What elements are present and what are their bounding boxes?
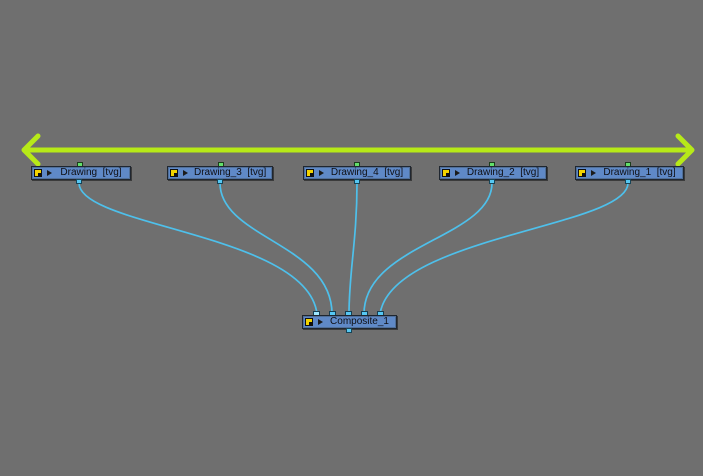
drawing-icon	[578, 169, 586, 177]
expand-triangle-icon[interactable]	[318, 319, 323, 325]
arrow-head-right	[675, 133, 695, 167]
wire-drawing-2	[363, 182, 493, 315]
drawing-2-node[interactable]: Drawing_2 [tvg]	[439, 166, 547, 180]
drawing-node[interactable]: Drawing [tvg]	[31, 166, 131, 180]
expand-triangle-icon[interactable]	[319, 170, 324, 176]
drawing-1-output-port[interactable]	[625, 179, 631, 184]
wire-drawing-3	[219, 182, 333, 315]
wire-drawing	[78, 182, 318, 315]
composite-icon	[305, 318, 313, 326]
drawing-4-output-port[interactable]	[354, 179, 360, 184]
drawing-4-node[interactable]: Drawing_4 [tvg]	[303, 166, 411, 180]
drawing-1-node[interactable]: Drawing_1 [tvg]	[575, 166, 684, 180]
wire-drawing-1	[379, 182, 629, 315]
expand-triangle-icon[interactable]	[47, 170, 52, 176]
drawing-4-node-label: Drawing_4 [tvg]	[330, 167, 404, 178]
drawing-icon	[170, 169, 178, 177]
horizontal-arrow	[21, 133, 695, 167]
drawing-icon	[442, 169, 450, 177]
composite-node-label: Composite_1	[330, 316, 389, 327]
expand-triangle-icon[interactable]	[591, 170, 596, 176]
drawing-3-node[interactable]: Drawing_3 [tvg]	[167, 166, 273, 180]
composite-node[interactable]: Composite_1	[302, 315, 397, 329]
drawing-node-label: Drawing [tvg]	[60, 167, 122, 178]
drawing-3-output-port[interactable]	[217, 179, 223, 184]
drawing-output-port[interactable]	[76, 179, 82, 184]
drawing-2-output-port[interactable]	[489, 179, 495, 184]
composite-output-port[interactable]	[346, 328, 352, 333]
drawing-2-node-label: Drawing_2 [tvg]	[466, 167, 540, 178]
drawing-icon	[34, 169, 42, 177]
expand-triangle-icon[interactable]	[183, 170, 188, 176]
drawing-1-node-label: Drawing_1 [tvg]	[603, 167, 676, 178]
drawing-3-node-label: Drawing_3 [tvg]	[194, 167, 267, 178]
arrow-head-left	[21, 133, 41, 167]
drawing-icon	[306, 169, 314, 177]
expand-triangle-icon[interactable]	[455, 170, 460, 176]
wire-drawing-4	[348, 182, 358, 315]
